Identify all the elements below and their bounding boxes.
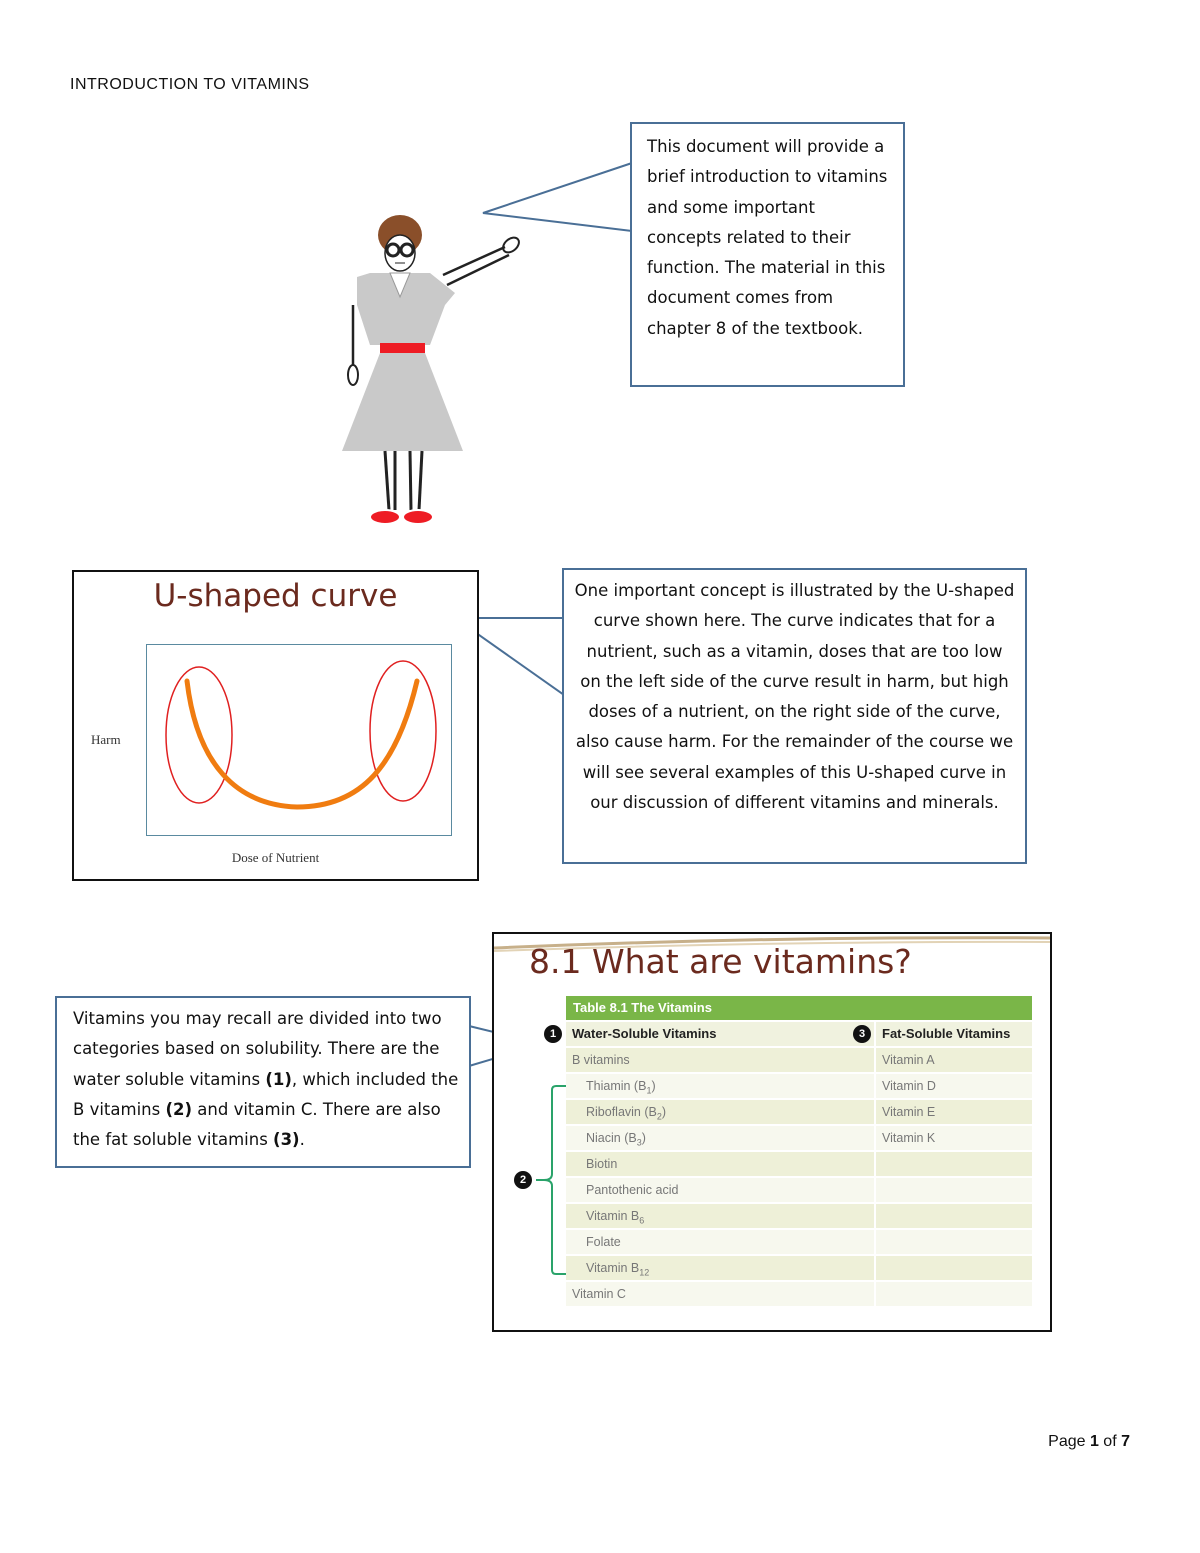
intro-callout-text: This document will provide a brief intro… — [647, 137, 888, 338]
y-axis-label: Harm — [91, 732, 121, 747]
ref-2: (2) — [165, 1099, 193, 1119]
vitamin-name: B vitamins — [572, 1053, 630, 1067]
x-axis-label: Dose of Nutrient — [231, 850, 320, 865]
slide-title: 8.1 What are vitamins? — [529, 942, 912, 981]
fat-soluble-row: Vitamin K — [876, 1126, 1032, 1150]
water-soluble-row: Folate — [566, 1230, 874, 1254]
page-number: Page 1 of 7 — [1048, 1433, 1130, 1451]
ref-3: (3) — [273, 1130, 300, 1150]
water-soluble-row: Thiamin (B1) — [566, 1074, 874, 1098]
vitamin-name: Thiamin (B — [586, 1079, 647, 1093]
u-curve-figure: U-shaped curve Harm Dose of Nutrient — [72, 570, 479, 881]
u-curve-callout: One important concept is illustrated by … — [562, 568, 1027, 864]
ref-1: (1) — [265, 1069, 292, 1089]
u-curve-callout-text: One important concept is illustrated by … — [574, 581, 1015, 813]
vitamin-name: Riboflavin (B — [586, 1105, 657, 1119]
fat-soluble-row — [876, 1256, 1032, 1280]
u-curve-line — [184, 678, 420, 810]
vitamin-name: Niacin (B — [586, 1131, 637, 1145]
vitamins-callout: Vitamins you may recall are divided into… — [55, 996, 471, 1168]
vitamin-name: Pantothenic acid — [586, 1183, 679, 1197]
fat-soluble-row — [876, 1152, 1032, 1176]
fat-soluble-row — [876, 1204, 1032, 1228]
badge-3: 3 — [853, 1025, 871, 1043]
fat-soluble-row — [876, 1282, 1032, 1306]
vitamins-callout-text-2: , which included the B vitamins — [73, 1069, 459, 1119]
fat-soluble-row: Vitamin D — [876, 1074, 1032, 1098]
water-soluble-header: Water-Soluble Vitamins — [566, 1022, 874, 1046]
water-soluble-row: Pantothenic acid — [566, 1178, 874, 1202]
fat-soluble-header: Fat-Soluble Vitamins — [876, 1022, 1032, 1046]
water-soluble-row: B vitamins — [566, 1048, 874, 1072]
vitamins-slide: 8.1 What are vitamins? Table 8.1 The Vit… — [492, 932, 1052, 1332]
u-curve-graphic — [165, 660, 437, 810]
page-label: Page — [1048, 1433, 1090, 1450]
vitamin-name: Folate — [586, 1235, 621, 1249]
vitamin-subscript: 12 — [639, 1267, 650, 1278]
vitamin-subscript: 3 — [636, 1137, 642, 1148]
vitamin-name: Vitamin C — [572, 1287, 626, 1301]
vitamins-callout-text-3: and vitamin C. There are also the fat so… — [73, 1099, 441, 1150]
vitamins-callout-text: Vitamins you may recall are divided into… — [73, 1009, 442, 1089]
intro-callout: This document will provide a brief intro… — [630, 122, 905, 387]
badge-1: 1 — [544, 1025, 562, 1043]
vitamin-suffix: ) — [651, 1079, 656, 1093]
water-soluble-row: Niacin (B3) — [566, 1126, 874, 1150]
fat-soluble-row — [876, 1230, 1032, 1254]
teacher-illustration — [342, 215, 520, 525]
page-current: 1 — [1089, 1433, 1099, 1450]
pointer-1 — [482, 161, 633, 233]
water-soluble-row: Riboflavin (B2) — [566, 1100, 874, 1124]
high-dose-ellipse — [369, 660, 437, 802]
vitamin-name: Vitamin B — [586, 1209, 640, 1223]
page-total: 7 — [1121, 1433, 1130, 1450]
vitamin-subscript: 6 — [639, 1215, 645, 1226]
slide-decoration — [494, 936, 1050, 952]
vitamin-suffix: ) — [661, 1105, 667, 1119]
water-soluble-row: Vitamin B6 — [566, 1204, 874, 1228]
page-of-label: of — [1098, 1433, 1122, 1450]
page-header: INTRODUCTION TO VITAMINS — [70, 76, 310, 93]
fat-soluble-row — [876, 1178, 1032, 1202]
vitamin-name: Vitamin B — [586, 1261, 640, 1275]
vitamin-subscript: 1 — [646, 1085, 652, 1096]
b-vitamins-bracket — [536, 1085, 566, 1275]
u-curve-plot-area — [146, 644, 452, 836]
water-soluble-row: Biotin — [566, 1152, 874, 1176]
table-caption: Table 8.1 The Vitamins — [566, 996, 1032, 1020]
vitamin-name: Biotin — [586, 1157, 618, 1171]
u-curve-title: U-shaped curve — [153, 578, 398, 614]
badge-2: 2 — [514, 1171, 532, 1189]
low-dose-ellipse — [165, 666, 233, 804]
water-soluble-row: Vitamin C — [566, 1282, 874, 1306]
vitamins-callout-text-4: . — [299, 1130, 305, 1150]
water-soluble-row: Vitamin B12 — [566, 1256, 874, 1280]
fat-soluble-row: Vitamin A — [876, 1048, 1032, 1072]
vitamin-subscript: 2 — [656, 1111, 662, 1122]
vitamin-suffix: ) — [641, 1131, 646, 1145]
fat-soluble-row: Vitamin E — [876, 1100, 1032, 1124]
